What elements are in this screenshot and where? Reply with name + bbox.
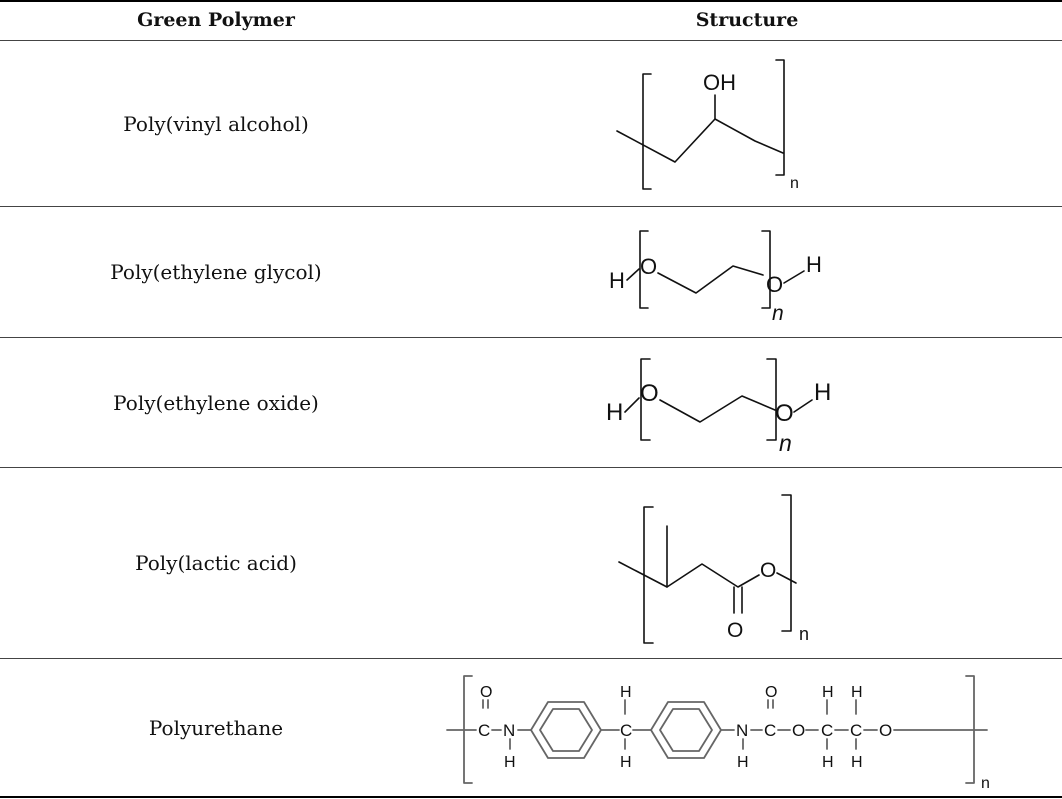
left-bracket [642, 73, 652, 190]
repeat-n-label: n [779, 430, 792, 456]
oxygen-label: O [766, 272, 783, 297]
right-bracket [766, 358, 777, 441]
h-o-bond [626, 268, 640, 281]
nitrogen-label: N [503, 721, 515, 740]
pla-structure-diagram: O O n [618, 494, 809, 644]
peg-structure-diagram: H O O H n [609, 230, 822, 325]
polymer-name: Poly(ethylene glycol) [110, 260, 322, 284]
structure-peg: H O O H n [432, 207, 1062, 337]
hydrogen-label: H [504, 754, 516, 771]
hydrogen-label: H [814, 379, 831, 406]
structure-polyurethane: O C N H H C H N H [432, 659, 1062, 796]
row-divider [0, 467, 1062, 468]
carbon-label: C [764, 721, 776, 740]
peo-structure-diagram: H O O H n [606, 358, 831, 456]
right-bracket [781, 494, 792, 632]
column-header-structure: Structure [695, 9, 799, 31]
repeat-n-label: n [772, 302, 784, 325]
hydroxyl-label: OH [703, 70, 736, 95]
repeat-n-label: n [799, 624, 809, 644]
hydrogen-label: H [806, 252, 822, 277]
benzene-ring-inner [539, 708, 593, 752]
repeat-n-label: n [981, 775, 990, 792]
hydrogen-label: H [737, 754, 749, 771]
carbonyl-double-bond [482, 699, 489, 709]
polymer-name: Poly(ethylene oxide) [113, 390, 319, 415]
polymer-name: Polyurethane [148, 715, 284, 740]
structure-pva: OH n [432, 41, 1062, 206]
h-o-bond [624, 397, 640, 413]
column-header-green-polymer: Green Polymer [137, 9, 295, 31]
oxygen-label: O [480, 684, 492, 701]
backbone-bonds [616, 118, 784, 163]
o-h-bond [783, 270, 805, 284]
header-rule [0, 40, 1062, 41]
chain-bonds [659, 395, 776, 423]
end-bond [776, 572, 797, 584]
oxygen-label: O [640, 380, 659, 407]
carbon-label: C [478, 721, 490, 740]
structure-pla: O O n [432, 468, 1062, 658]
chain-bonds [657, 265, 764, 294]
right-bracket [775, 59, 785, 176]
polymer-name: Poly(lactic acid) [135, 551, 297, 575]
hydrogen-label: H [620, 754, 632, 771]
oxygen-label: O [775, 400, 794, 427]
hydrogen-label: H [851, 754, 863, 771]
carbon-label: C [620, 721, 632, 740]
hydrogen-label: H [822, 684, 834, 701]
hydrogen-label: H [620, 684, 632, 701]
right-bracket [761, 230, 771, 309]
pva-structure-diagram: OH n [616, 59, 799, 192]
polyurethane-structure-diagram: O C N H H C H N H [446, 675, 990, 792]
polymer-name: Poly(vinyl alcohol) [123, 111, 309, 136]
hydrogen-label: H [609, 268, 625, 293]
backbone-bonds [618, 561, 760, 588]
benzene-ring [530, 701, 602, 759]
hydrogen-label: H [822, 754, 834, 771]
carbon-label: C [850, 721, 862, 740]
carbon-label: C [821, 721, 833, 740]
carbonyl-double-bond [733, 586, 743, 614]
oxygen-label: O [640, 254, 657, 279]
row-divider [0, 206, 1062, 207]
left-bracket [639, 230, 649, 309]
o-h-bond [793, 399, 813, 413]
left-bracket [640, 358, 651, 441]
table-bottom-rule [0, 796, 1062, 798]
carbonyl-oxygen-label: O [727, 619, 743, 642]
oxygen-label: O [879, 721, 892, 740]
hydrogen-label: H [606, 399, 623, 426]
benzene-ring [650, 701, 722, 759]
structure-peo: H O O H n [432, 338, 1062, 467]
repeat-n-label: n [790, 175, 799, 192]
table-top-rule [0, 0, 1062, 2]
carbonyl-double-bond [767, 699, 774, 709]
hydrogen-label: H [851, 684, 863, 701]
benzene-ring-inner [659, 708, 713, 752]
nitrogen-label: N [736, 721, 748, 740]
oxygen-label: O [792, 721, 805, 740]
ester-oxygen-label: O [760, 559, 776, 582]
oxygen-label: O [765, 684, 777, 701]
row-divider [0, 337, 1062, 338]
row-divider [0, 658, 1062, 659]
